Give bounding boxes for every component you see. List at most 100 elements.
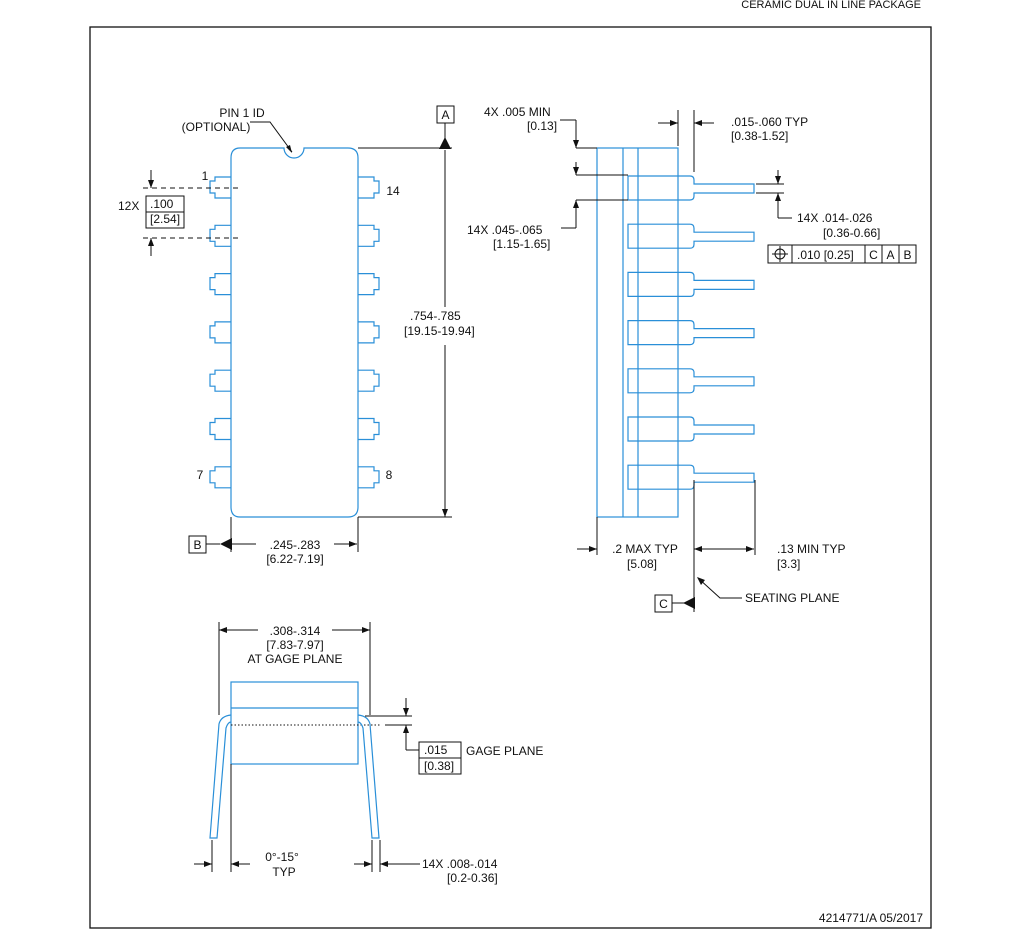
- standoff-mm: [0.13]: [527, 119, 557, 133]
- angle-arrow-left: [204, 861, 212, 867]
- angle-note: TYP: [272, 865, 295, 879]
- top-view: PIN 1 ID (OPTIONAL) 1 7 8 14 12X .100 [2…: [118, 105, 475, 566]
- package-body-outline: [230, 147, 359, 518]
- pin1-optional-label: (OPTIONAL): [182, 120, 251, 134]
- lead-thk-inch: .015-.060 TYP: [731, 115, 808, 129]
- side-view-lead: [627, 223, 755, 249]
- pin-number-14: 14: [386, 184, 400, 198]
- left-pin-group: [209, 176, 231, 489]
- side-view-lead: [627, 464, 755, 490]
- end-lead-thk-arrow-right: [380, 861, 388, 867]
- width-arrow-right: [349, 541, 357, 547]
- feature-control-frame: [767, 244, 917, 264]
- top-view-lead-right: [358, 466, 380, 489]
- gage-mm: [0.38]: [424, 759, 454, 773]
- standoff-inch: 4X .005 MIN: [484, 105, 551, 119]
- lead-w-arrow-top: [775, 176, 781, 184]
- lead-length-mm: [3.3]: [777, 557, 800, 571]
- span-inch: .308-.314: [270, 624, 321, 638]
- width-mm: [6.22-7.19]: [266, 552, 323, 566]
- top-view-lead-left: [209, 417, 231, 441]
- gage-arrow-top: [403, 708, 409, 716]
- top-view-lead-left: [209, 273, 231, 296]
- end-view: .308-.314 [7.83-7.97] AT GAGE PLANE .015…: [194, 622, 543, 885]
- right-pin-group: [358, 176, 380, 489]
- top-view-lead-right: [358, 369, 380, 392]
- datum-c-label: C: [659, 597, 668, 611]
- pitch-arrow-bottom: [148, 238, 154, 246]
- pin-number-7: 7: [197, 468, 204, 482]
- datum-a-triangle: [439, 137, 451, 149]
- datum-c-triangle: [683, 597, 695, 609]
- pitch-count: 12X: [118, 199, 139, 213]
- fcf-datum-c: C: [869, 248, 878, 262]
- lead-thk-arrow-right: [694, 120, 702, 126]
- top-view-lead-left: [209, 369, 231, 392]
- side-view-lead: [627, 175, 755, 201]
- shoulder-arrow: [573, 200, 579, 208]
- drawing-frame: [89, 26, 932, 929]
- top-view-lead-right: [358, 224, 380, 247]
- shoulder-mm: [1.15-1.65]: [493, 237, 550, 251]
- pin1-id-leader: [250, 121, 293, 153]
- datum-b-triangle: [220, 538, 232, 550]
- side-view-lead: [627, 271, 755, 297]
- fcf-tolerance: .010 [0.25]: [797, 248, 854, 262]
- top-view-lead-left: [209, 224, 231, 247]
- top-view-lead-right: [358, 273, 380, 296]
- top-view-lead-right: [358, 417, 380, 441]
- top-view-lead-left: [209, 321, 231, 344]
- pitch-mm: [2.54]: [150, 212, 180, 226]
- max-height-mm: [5.08]: [627, 557, 657, 571]
- top-view-lead-left: [209, 176, 231, 199]
- max-h-arrow-left: [589, 546, 597, 552]
- pitch-arrow-top: [148, 180, 154, 188]
- position-tolerance-icon: [772, 246, 788, 262]
- datum-a-label: A: [441, 108, 449, 122]
- max-height-inch: .2 MAX TYP: [612, 542, 678, 556]
- shoulder-inch: 14X .045-.065: [467, 223, 543, 237]
- span-note: AT GAGE PLANE: [248, 652, 343, 666]
- pin-number-1: 1: [202, 169, 209, 183]
- gage-arrow-bottom: [403, 725, 409, 733]
- pin-number-8: 8: [386, 468, 393, 482]
- gage-inch: .015: [424, 743, 448, 757]
- side-view: 4X .005 MIN [0.13] 14X .045-.065 [1.15-1…: [467, 105, 917, 613]
- fcf-datum-b: B: [903, 248, 911, 262]
- span-arrow-left: [219, 627, 227, 633]
- lead-len-arrow-right: [746, 546, 754, 552]
- datum-b-label: B: [193, 538, 201, 552]
- end-left-lead: [209, 714, 232, 839]
- lead-w-arrow-bottom: [775, 193, 781, 201]
- end-body-outline: [230, 681, 359, 765]
- seating-plane-leader: [697, 577, 742, 599]
- seating-plane-label: SEATING PLANE: [745, 591, 839, 605]
- lead-thk-mm: [0.38-1.52]: [731, 129, 788, 143]
- side-view-lead: [627, 320, 755, 346]
- standoff-arrow-top: [573, 140, 579, 148]
- span-arrow-right: [362, 627, 370, 633]
- lead-len-arrow-left: [694, 546, 702, 552]
- package-title: CERAMIC DUAL IN LINE PACKAGE: [741, 0, 921, 11]
- lead-thk-arrow-left: [670, 120, 678, 126]
- seating-plane-arrow: [697, 577, 705, 585]
- standoff-arrow-bottom: [573, 167, 579, 175]
- length-inch: .754-.785: [410, 309, 461, 323]
- drawing-number: 4214771/A 05/2017: [819, 911, 923, 925]
- end-right-lead: [357, 714, 380, 839]
- side-view-lead: [627, 416, 755, 442]
- span-mm: [7.83-7.97]: [266, 638, 323, 652]
- top-view-lead-right: [358, 321, 380, 344]
- length-arrow-bottom: [442, 509, 448, 517]
- end-lead-thk-mm: [0.2-0.36]: [447, 871, 498, 885]
- pitch-inch: .100: [150, 197, 174, 211]
- fcf-datum-a: A: [886, 248, 894, 262]
- lead-w-mm: [0.36-0.66]: [823, 226, 880, 240]
- gage-plane-label: GAGE PLANE: [466, 744, 543, 758]
- end-lead-thk-inch: 14X .008-.014: [422, 857, 498, 871]
- length-mm: [19.15-19.94]: [404, 324, 475, 338]
- side-lead-group: [627, 175, 755, 490]
- top-view-lead-right: [358, 176, 380, 199]
- pin1-id-label: PIN 1 ID: [219, 106, 265, 120]
